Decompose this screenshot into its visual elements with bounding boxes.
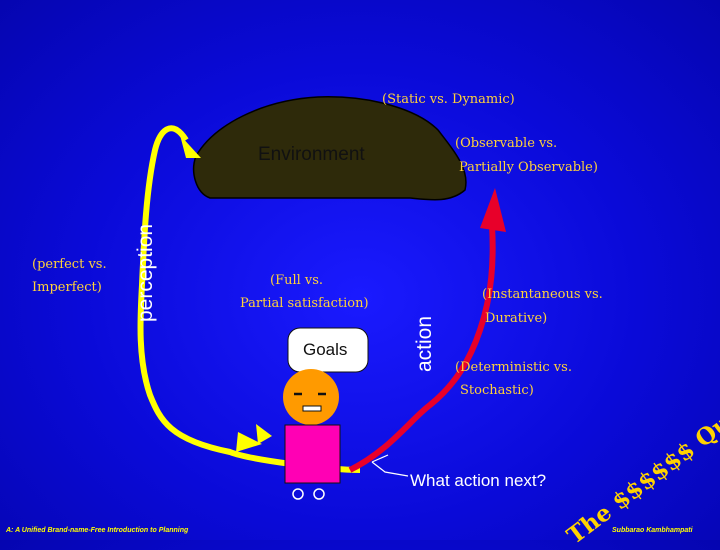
label-environment: Environment: [258, 144, 365, 165]
perception-arrowhead-bottom: [256, 424, 272, 444]
perception-arrow: [137, 125, 361, 473]
agent-wheel-left: [292, 488, 304, 500]
perception-arrowhead-bottom-2: [236, 432, 262, 452]
footer-right: Subbarao Kambhampati: [612, 527, 693, 534]
action-arrowhead: [480, 188, 506, 232]
label-perfect-1: (perfect vs.: [32, 257, 107, 272]
label-action: action: [413, 315, 436, 372]
label-observable-2: Partially Observable): [459, 160, 598, 175]
thought-callout: [371, 461, 409, 477]
action-arrow: [348, 224, 496, 473]
footer-left: A: A Unified Brand-name-Free Introductio…: [6, 527, 189, 534]
label-instantaneous-1: (Instantaneous vs.: [482, 287, 603, 302]
label-perception: perception: [134, 223, 157, 322]
goals-bubble: [287, 327, 369, 373]
environment-blob: [192, 96, 467, 201]
label-observable-1: (Observable vs.: [455, 136, 558, 151]
label-deterministic-1: (Deterministic vs.: [455, 360, 572, 375]
label-deterministic-2: Stochastic): [460, 383, 534, 398]
label-static-dynamic: (Static vs. Dynamic): [382, 92, 515, 107]
agent-head: [283, 369, 339, 425]
label-full-2: Partial satisfaction): [240, 296, 369, 311]
label-full-1: (Full vs.: [270, 273, 324, 288]
label-instantaneous-2: Durative): [485, 311, 548, 326]
agent-mouth: [302, 405, 322, 412]
agent-body: [284, 424, 341, 484]
label-goals: Goals: [303, 340, 348, 359]
label-what-action-next: What action next?: [410, 471, 547, 490]
agent-wheel-right: [313, 488, 325, 500]
thought-callout-2: [371, 454, 389, 463]
label-perfect-2: Imperfect): [32, 280, 102, 295]
perception-arrowhead-top: [180, 135, 201, 158]
